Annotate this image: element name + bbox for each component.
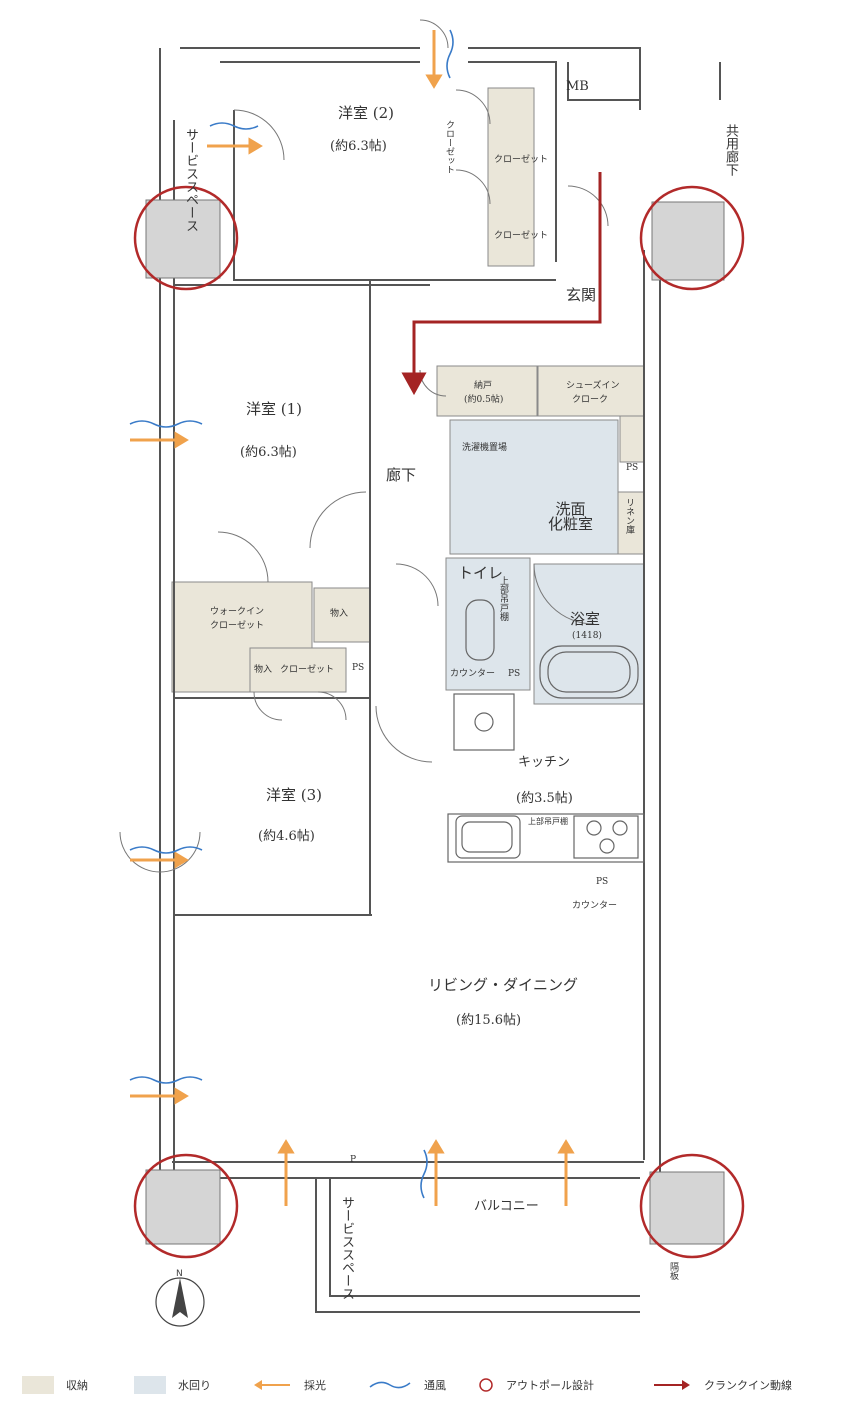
washing-machine-label: 洗濯機置場 bbox=[462, 443, 508, 453]
crank-arrow-icon bbox=[654, 1380, 690, 1390]
counter-label-2: カウンター bbox=[572, 901, 618, 911]
western3-name: 洋室 (3) bbox=[266, 786, 323, 804]
wind-lines bbox=[129, 29, 454, 1199]
crank-in-route bbox=[401, 172, 602, 396]
ps-label-2: PS bbox=[352, 663, 365, 673]
kitchen-name: キッチン bbox=[518, 755, 571, 770]
western1-name: 洋室 (1) bbox=[246, 400, 303, 418]
walkin-label-2: クローゼット bbox=[210, 621, 265, 631]
kitchen-cabinet-label: 上部吊戸棚 bbox=[528, 817, 568, 826]
walkin-label-1: ウォークイン bbox=[210, 607, 265, 617]
mono-label-1: 物入 bbox=[330, 609, 349, 619]
western3-size: (約4.6帖) bbox=[258, 829, 315, 844]
living-size: (約15.6帖) bbox=[456, 1013, 522, 1028]
legend-water: 水回り bbox=[134, 1374, 211, 1396]
western2-size: (約6.3帖) bbox=[330, 139, 387, 154]
storage-swatch bbox=[22, 1376, 54, 1394]
legend: 収納 水回り 採光 通風 アウトポール設計 クランクイン動線 bbox=[0, 1368, 850, 1404]
legend-storage: 収納 bbox=[22, 1374, 88, 1396]
legend-water-label: 水回り bbox=[178, 1379, 211, 1392]
closet-vertical: クローゼット bbox=[444, 120, 454, 174]
washroom-label: 洗面 化粧室 bbox=[548, 500, 594, 533]
toilet-label: トイレ bbox=[458, 564, 504, 582]
legend-storage-label: 収納 bbox=[66, 1379, 88, 1392]
western1-size: (約6.3帖) bbox=[240, 445, 297, 460]
svg-text:N: N bbox=[176, 1269, 183, 1279]
legend-crank-label: クランクイン動線 bbox=[704, 1379, 792, 1392]
service-space-bottom: サービススペース bbox=[339, 1196, 354, 1300]
water-areas bbox=[445, 419, 645, 705]
counter-label-1: カウンター bbox=[450, 669, 496, 679]
storage-areas bbox=[171, 87, 645, 693]
toilet-cabinet-label: 上部吊戸棚 bbox=[498, 576, 508, 621]
western2-name: 洋室 (2) bbox=[338, 104, 395, 122]
legend-outpole-label: アウトポール設計 bbox=[506, 1379, 594, 1392]
legend-crank: クランクイン動線 bbox=[652, 1374, 792, 1396]
shoes-in-label: シューズイン bbox=[566, 381, 620, 391]
balcony-label: バルコニー bbox=[474, 1199, 539, 1214]
partition-label: 隔板 bbox=[668, 1262, 678, 1280]
fixtures bbox=[447, 599, 645, 863]
entrance-label: 玄関 bbox=[566, 286, 597, 304]
light-arrow-icon bbox=[254, 1380, 290, 1390]
hallway-label: 廊下 bbox=[386, 466, 417, 484]
linen-label: リネン庫 bbox=[624, 498, 634, 534]
bath-size: (1418) bbox=[572, 631, 602, 641]
service-space-top: サービススペース bbox=[183, 128, 198, 232]
light-arrows bbox=[130, 30, 575, 1206]
ps-label-3: PS bbox=[508, 669, 521, 679]
outpole-circle-icon bbox=[479, 1378, 493, 1392]
legend-light: 採光 bbox=[252, 1374, 326, 1396]
closet2-label: クローゼット bbox=[494, 231, 549, 241]
closet1-label: クローゼット bbox=[494, 155, 549, 165]
outpole-columns bbox=[133, 185, 745, 1259]
bath-name: 浴室 bbox=[570, 610, 601, 628]
nando-size: (約0.5帖) bbox=[464, 395, 504, 405]
legend-outpole: アウトポール設計 bbox=[478, 1374, 594, 1396]
mono-label-2: 物入 bbox=[254, 665, 273, 675]
closet3-label: クローゼット bbox=[280, 665, 335, 675]
legend-wind-label: 通風 bbox=[424, 1379, 446, 1392]
ps-label-1: PS bbox=[626, 463, 639, 473]
ps-label-4: PS bbox=[596, 877, 609, 887]
shoes-closet-label: クローク bbox=[572, 395, 609, 405]
common-corridor-label: 共用廊下 bbox=[723, 124, 738, 176]
kitchen-size: (約3.5帖) bbox=[516, 791, 573, 806]
nando-label: 納戸 bbox=[474, 381, 493, 391]
living-name: リビング・ダイニング bbox=[428, 976, 579, 994]
legend-light-label: 採光 bbox=[304, 1379, 326, 1392]
floor-plan: N bbox=[119, 19, 745, 1327]
water-swatch bbox=[134, 1376, 166, 1394]
legend-wind: 通風 bbox=[368, 1374, 446, 1396]
wind-icon bbox=[369, 1381, 411, 1389]
mb-label: MB bbox=[566, 79, 589, 94]
p-box-label: P bbox=[350, 1155, 357, 1165]
north-compass: N bbox=[155, 1269, 205, 1327]
